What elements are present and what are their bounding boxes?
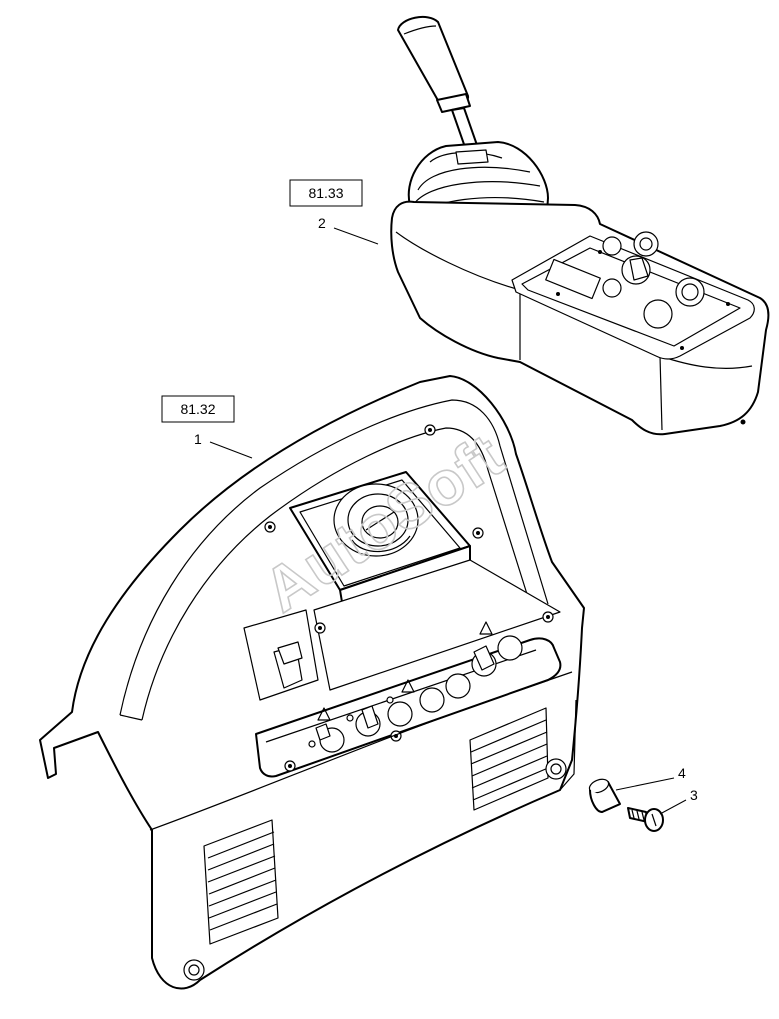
spacer-bushing[interactable] (587, 777, 621, 813)
item-number-4: 4 (678, 765, 686, 781)
item-number-1: 1 (194, 431, 202, 447)
part-label-81-32[interactable]: 81.32 (161, 395, 235, 423)
screw[interactable] (627, 807, 664, 832)
part-ref-81-33: 81.33 (308, 185, 343, 201)
item-number-3: 3 (690, 787, 698, 803)
leader-line-2 (333, 227, 379, 245)
leader-line-3 (659, 799, 687, 815)
cab-console-panel[interactable] (39, 375, 585, 990)
part-ref-81-32: 81.32 (180, 401, 215, 417)
part-label-81-33[interactable]: 81.33 (289, 179, 363, 207)
item-number-2: 2 (318, 215, 326, 231)
joystick-control-box[interactable] (390, 15, 770, 436)
leader-line-4 (615, 777, 675, 791)
leader-line-1 (209, 441, 253, 459)
